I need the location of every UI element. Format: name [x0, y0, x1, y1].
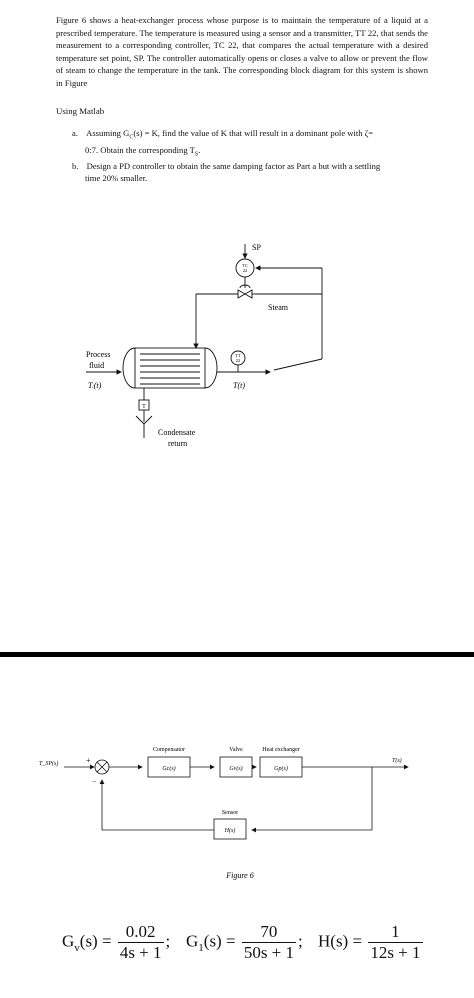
block-minus: − — [92, 777, 97, 786]
h-num: 1 — [368, 922, 423, 943]
ti-label: Tᵢ(t) — [88, 381, 102, 390]
gv-num: 0.02 — [117, 922, 164, 943]
item-a-line1: Assuming G — [86, 128, 130, 138]
g1-sep: ; — [298, 931, 303, 951]
g1-den: 50s + 1 — [243, 943, 295, 962]
item-a-line2b: . — [198, 145, 201, 156]
problem-intro: Figure 6 shows a heat-exchanger process … — [56, 15, 428, 88]
valve-title: Valve — [229, 747, 243, 753]
item-a-sub: C — [129, 134, 134, 141]
item-a-text: Assuming GC(s) = K, find the value of K … — [86, 128, 374, 141]
tc-label-1: TC — [242, 263, 248, 268]
valve-block: Gv(s) — [229, 765, 242, 772]
gv-den: 4s + 1 — [119, 943, 162, 962]
block-plus: + — [86, 756, 91, 765]
item-b-line1: Design a PD controller to obtain the sam… — [86, 161, 381, 171]
item-a-label: a. — [72, 128, 78, 138]
item-a-line2: 0:7. Obtain the corresponding T — [85, 145, 195, 156]
compensator-title: Compensator — [153, 747, 185, 753]
condensate-label-2: return — [168, 439, 187, 448]
gv-lhs: G — [62, 931, 75, 951]
g1-arg: (s) = — [203, 931, 236, 951]
hx-block: Gp(s) — [274, 765, 288, 772]
tt-label-1: TT — [235, 353, 241, 358]
item-a-sub2: S — [194, 151, 199, 158]
gv-sub: v — [74, 941, 80, 954]
figure-caption: Figure 6 — [225, 871, 253, 880]
h-den: 12s + 1 — [370, 943, 421, 962]
divider-bar — [0, 652, 474, 657]
output-label: T(s) — [392, 757, 402, 764]
condensate-label-1: Condensate — [158, 428, 196, 437]
compensator-block: Gc(s) — [162, 765, 175, 772]
sensor-block: H(s) — [224, 827, 236, 834]
process-fluid-label-2: fluid — [89, 361, 104, 370]
g1-num: 70 — [241, 922, 297, 943]
h-lhs: H(s) = — [318, 931, 363, 951]
g1-sub: 1 — [198, 941, 204, 954]
gv-sep: ; — [165, 931, 171, 951]
item-b: b. Design a PD controller to obtain the … — [72, 160, 432, 185]
g1-lhs: G — [186, 931, 199, 951]
gv-arg: (s) = — [79, 931, 112, 951]
t-label: T(t) — [233, 381, 245, 390]
item-a-line2-wrap: 0:7. Obtain the corresponding TS. — [85, 145, 201, 158]
item-a: a. Assuming GC(s) = K, find the value of… — [72, 127, 432, 161]
block-diagram: T_SP(s) + − Compensator Gc(s) Valve Gv(s… — [39, 747, 409, 880]
using-matlab-heading: Using Matlab — [56, 106, 105, 116]
heat-exchanger-schematic: SP TC 22 TT 22 Steam Process fluid Tᵢ(t)… — [86, 243, 323, 448]
trap-label: T — [142, 404, 146, 410]
item-a-line1b: (s) = K, find the value of K that will r… — [133, 128, 374, 138]
hx-title: Heat exchanger — [262, 747, 299, 753]
item-b-label: b. — [72, 161, 79, 171]
block-input-label: T_SP(s) — [39, 760, 58, 767]
steam-label: Steam — [268, 303, 289, 312]
process-fluid-label-1: Process — [86, 350, 110, 359]
sensor-title: Sensor — [222, 810, 238, 816]
sp-label: SP — [252, 243, 261, 252]
tc-label-2: 22 — [243, 268, 248, 273]
tt-label-2: 22 — [236, 358, 241, 363]
item-b-line2: time 20% smaller. — [85, 173, 148, 184]
